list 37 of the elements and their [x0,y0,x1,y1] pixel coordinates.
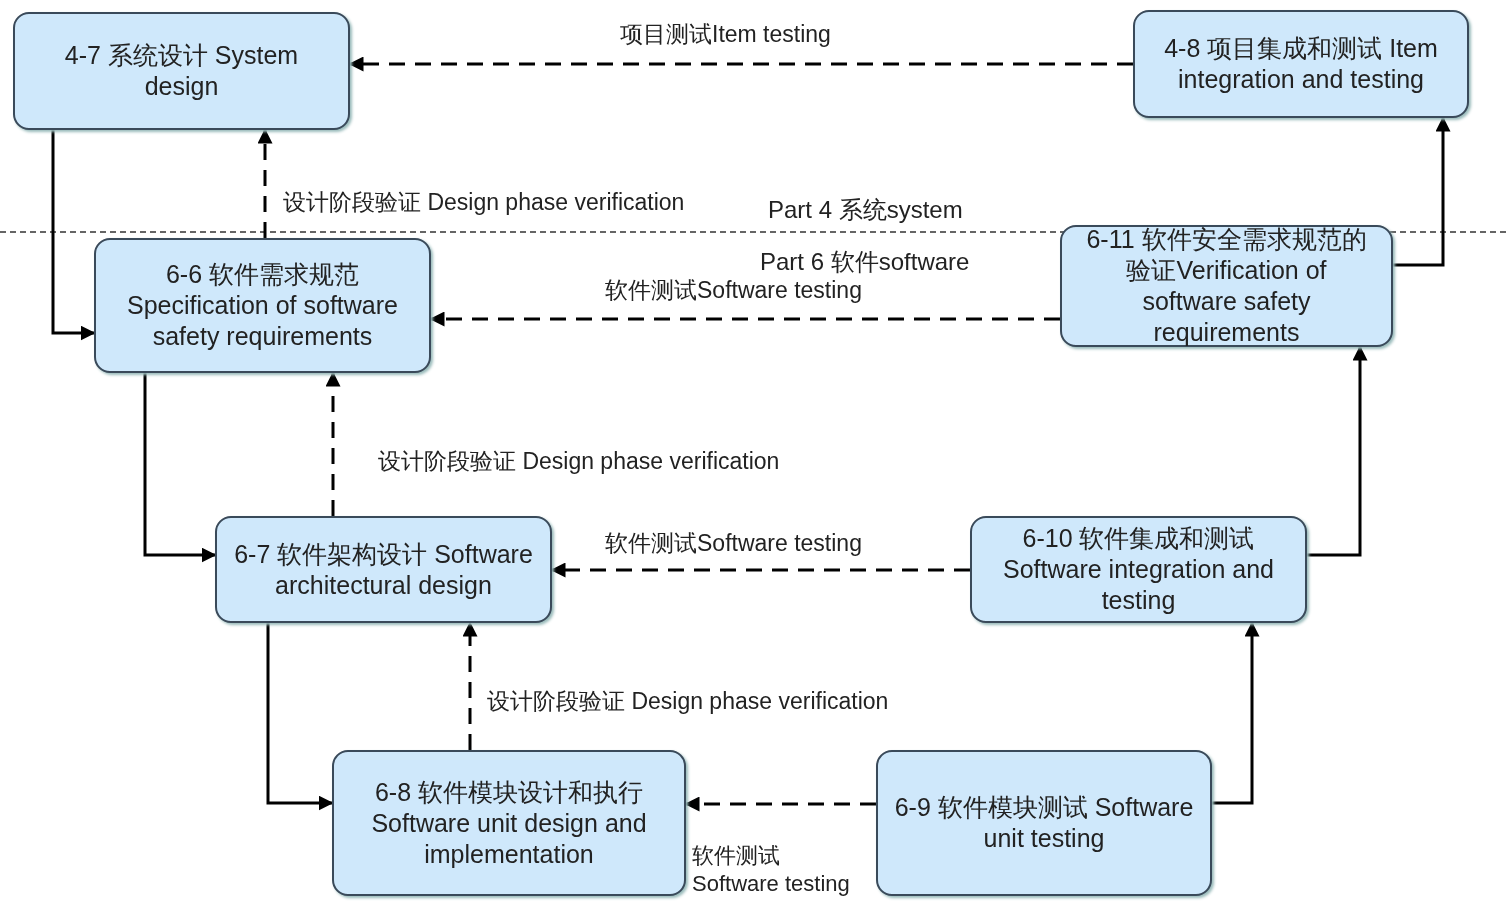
section-label: Part 4 系统system [768,194,963,226]
box-text: 6-6 软件需求规范 Specification of software safety requirements [126,259,399,352]
process-box [970,516,1307,623]
process-box [13,12,350,130]
edge-label: 软件测试 Software testing [692,842,851,898]
arrow [462,621,478,750]
box-text: 6-10 软件集成和测试 Software integration and testing [1002,523,1275,616]
process-box [332,750,686,896]
edge-label: 项目测试Item testing [620,20,831,48]
process-box [876,750,1212,896]
box-text: 6-9 软件模块测试 Software unit testing [893,792,1195,854]
edge-label: 设计阶段验证 Design phase verification [487,687,889,715]
edge-label: 软件测试Software testing [605,529,862,557]
box-text: 6-8 软件模块设计和执行Software unit design and implementation [370,776,648,870]
arrow [1393,116,1451,267]
process-box [215,516,552,623]
edge-label: 软件测试Software testing [605,276,862,304]
box-text: 6-7 软件架构设计 Software architectural design [233,538,534,601]
box-text: 4-7 系统设计 System design [63,40,300,102]
arrow [429,311,1060,327]
edge-label: 设计阶段验证 Design phase verification [378,447,780,475]
arrow [550,562,970,578]
box-text: 4-8 项目集成和测试 Item integration and testing [1163,33,1439,95]
arrow [1307,345,1368,557]
arrow [348,56,1133,72]
process-box [94,238,431,373]
arrow [325,371,341,516]
process-box [1060,225,1393,347]
arrow [51,130,96,341]
box-text: 6-11 软件安全需求规范的验证Verification of software safety requirements [1085,224,1368,348]
edge-label: 设计阶段验证 Design phase verification [283,188,685,216]
arrow [684,796,876,812]
arrow [266,623,334,811]
arrow [1212,621,1260,805]
arrow [143,373,217,563]
arrow [257,128,273,238]
process-box [1133,10,1469,118]
